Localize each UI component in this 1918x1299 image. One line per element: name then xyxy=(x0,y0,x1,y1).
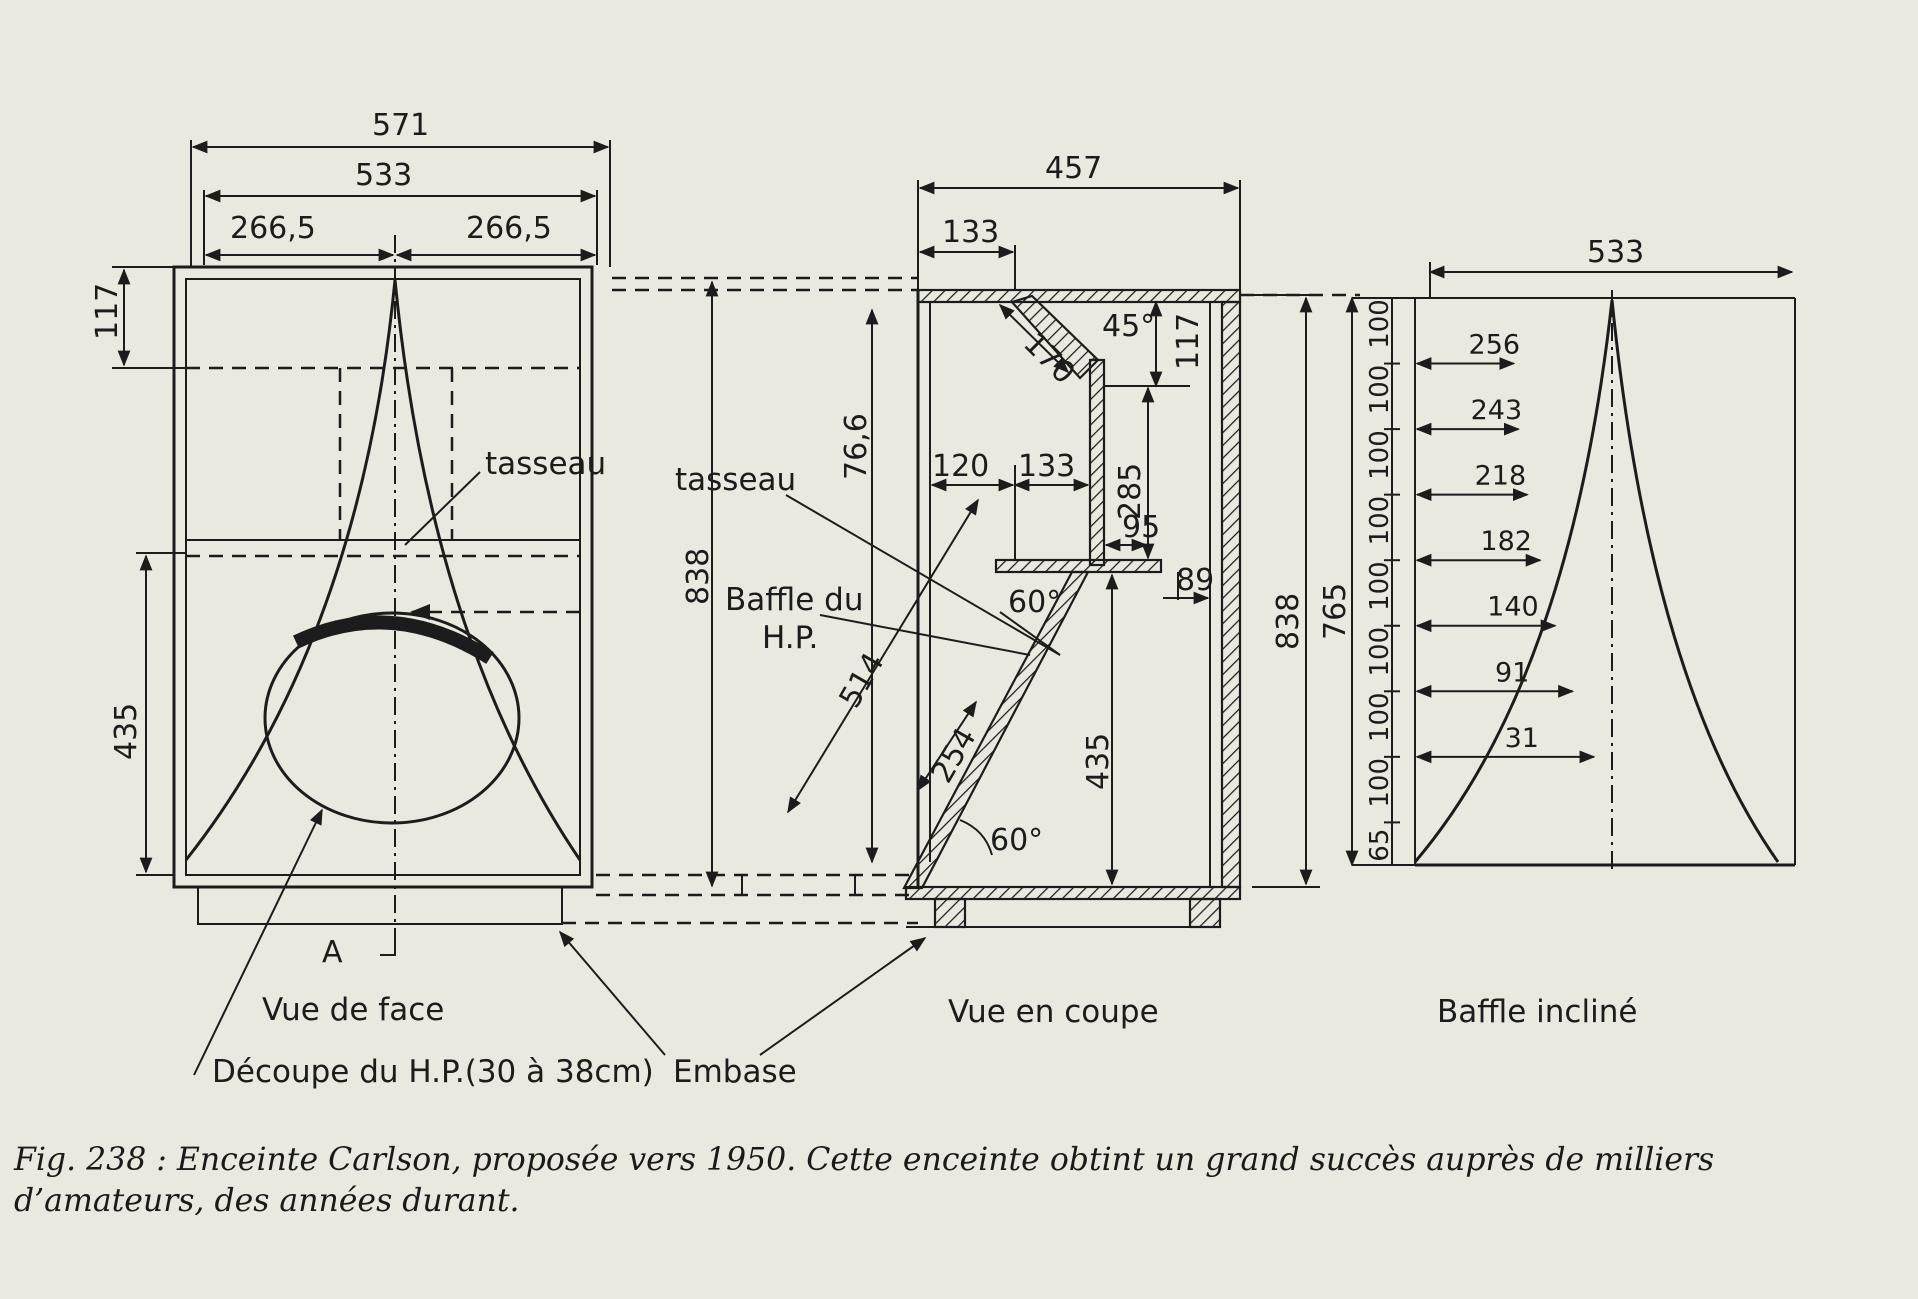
dim-457-label: 457 xyxy=(1045,151,1102,186)
caption-line-2: d’amateurs, des années durant. xyxy=(14,1183,520,1219)
dim-285-label: 285 xyxy=(1113,463,1148,520)
section-embase-front xyxy=(933,897,967,929)
point-a-leader xyxy=(380,935,396,956)
section-bottom-panel xyxy=(904,885,1242,901)
baffle-width-label: 91 xyxy=(1495,657,1529,688)
dim-133-label: 133 xyxy=(942,215,999,250)
section-embase-back xyxy=(1188,897,1222,929)
angle-60-bottom-label: 60° xyxy=(990,823,1043,858)
baffle-segment-label: 100 xyxy=(1365,430,1395,480)
section-tasseau-label: tasseau xyxy=(675,462,796,498)
dim-838-label: 838 xyxy=(681,548,716,605)
angle-60-mid-arc xyxy=(999,611,1061,656)
embase-leader-right xyxy=(759,937,927,1056)
section-back-panel xyxy=(1220,300,1242,889)
dim-133b-label: 133 xyxy=(1018,449,1075,484)
embase-label: Embase xyxy=(673,1054,797,1090)
baffle-label-2: H.P. xyxy=(762,620,818,656)
section-vertical-wall xyxy=(1088,358,1106,567)
speaker-cutout-thick-arc xyxy=(292,615,494,664)
baffle-segment-label: 100 xyxy=(1365,627,1395,677)
baffle-segment-label: 100 xyxy=(1365,365,1395,415)
figure-caption: Fig. 238 : Enceinte Carlson, proposée ve… xyxy=(14,1140,1904,1222)
baffle-leader xyxy=(819,614,1031,656)
dim-117-label: 117 xyxy=(90,283,125,340)
dim-571-label: 571 xyxy=(372,108,429,143)
baffle-view-label: Baffle incliné xyxy=(1437,994,1637,1030)
baffle-segment-label: 100 xyxy=(1365,299,1395,349)
section-top-panel xyxy=(916,288,1242,304)
baffle-segment-label: 100 xyxy=(1365,496,1395,546)
front-embase xyxy=(197,886,563,925)
front-view-label: Vue de face xyxy=(262,992,444,1028)
dim-170-line xyxy=(998,303,1070,374)
dim-120-label: 120 xyxy=(932,449,989,484)
dim-533-label: 533 xyxy=(355,158,412,193)
dim-117b-label: 117 xyxy=(1171,313,1206,370)
dim-765-label: 765 xyxy=(1318,583,1353,640)
dim-89-label: 89 xyxy=(1176,563,1214,598)
speaker-cutout-circle xyxy=(263,611,521,825)
section-view-label: Vue en coupe xyxy=(948,994,1159,1030)
dim-838b-label: 838 xyxy=(1271,593,1306,650)
baffle-curve-right xyxy=(1610,299,1780,863)
front-horn-curve-right xyxy=(393,279,582,861)
baffle-width-label: 256 xyxy=(1469,330,1521,361)
dim-766-label: 76,6 xyxy=(839,413,874,480)
embase-leader-left xyxy=(558,930,666,1056)
front-view: tasseau 571 533 266,5 266,5 117 435 A xyxy=(90,108,611,1076)
section-shelf xyxy=(994,558,1163,574)
section-tasseau-leader xyxy=(785,494,1061,656)
dim-half-right-label: 266,5 xyxy=(466,211,552,246)
cutout-leader xyxy=(193,808,323,1076)
dim-95-label: 95 xyxy=(1122,510,1160,545)
dim-435-label: 435 xyxy=(109,703,144,760)
dim-435b-label: 435 xyxy=(1081,733,1116,790)
caption-line-1: Fig. 238 : Enceinte Carlson, proposée ve… xyxy=(14,1142,1715,1178)
angle-60-mid-label: 60° xyxy=(1008,585,1061,620)
angle-45-label: 45° xyxy=(1102,309,1155,344)
baffle-width-label: 243 xyxy=(1471,395,1523,426)
dim-254-line xyxy=(917,700,977,792)
dim-half-left-label: 266,5 xyxy=(230,211,316,246)
point-a-label: A xyxy=(322,935,343,970)
baffle-width-label: 140 xyxy=(1487,592,1539,623)
baffle-segment-dims: 100 100 100 100 100 100 100 100 65 256 243 218 182 14… xyxy=(1365,297,1596,866)
baffle-segment-label: 100 xyxy=(1365,758,1395,808)
baffle-segment-label: 65 xyxy=(1365,829,1395,862)
front-tasseau-leader xyxy=(404,471,481,546)
baffle-width-label: 182 xyxy=(1480,526,1532,557)
baffle-label-1: Baffle du xyxy=(725,582,864,618)
dim-533c-label: 533 xyxy=(1587,235,1644,270)
baffle-width-label: 218 xyxy=(1475,461,1527,492)
section-view: 457 133 170 45° 117 120 133 285 95 89 76… xyxy=(675,151,1320,929)
front-outer-frame xyxy=(172,265,594,889)
front-inner-frame xyxy=(185,278,581,876)
front-tasseau-label: tasseau xyxy=(485,446,606,482)
baffle-segment-label: 100 xyxy=(1365,561,1395,611)
angle-60-bottom-arc xyxy=(959,819,993,856)
cutout-label: Découpe du H.P.(30 à 38cm) xyxy=(212,1054,654,1090)
dim-514-line xyxy=(787,498,979,814)
front-horn-curve-left xyxy=(184,279,397,861)
baffle-curve-left xyxy=(1413,299,1614,863)
baffle-width-label: 31 xyxy=(1505,723,1539,754)
baffle-segment-label: 100 xyxy=(1365,692,1395,742)
